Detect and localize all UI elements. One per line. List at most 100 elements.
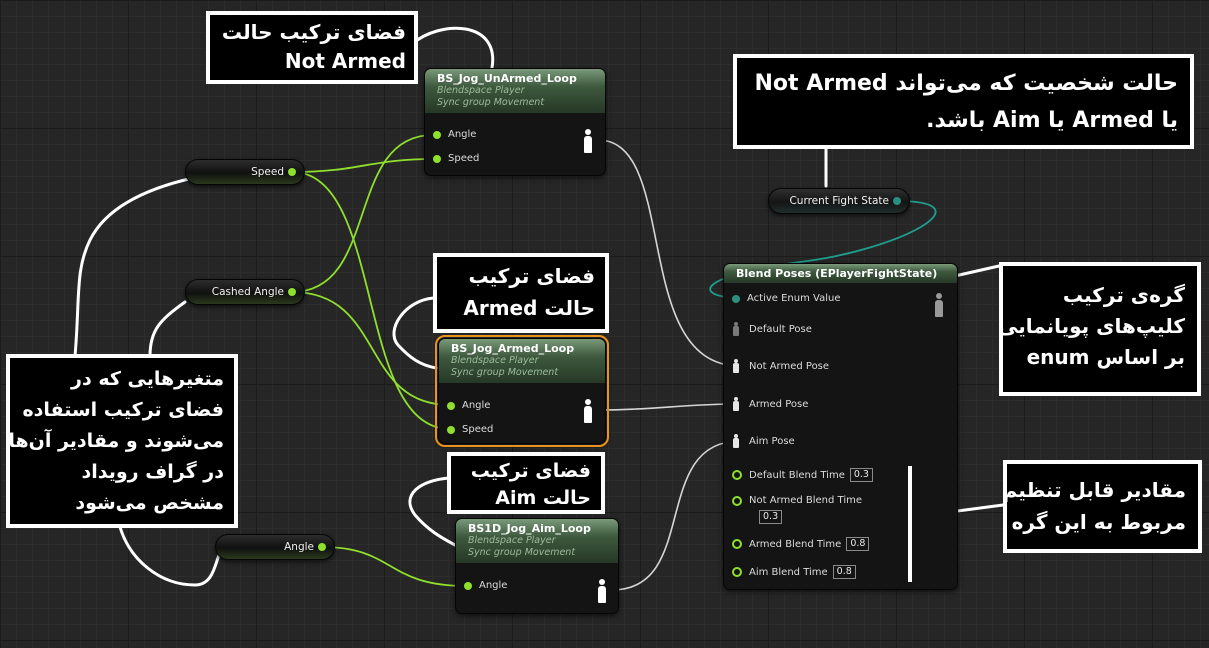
aim-pose-pin-row[interactable]: Aim Pose xyxy=(732,434,795,448)
pose-output-icon[interactable] xyxy=(596,579,608,603)
not-armed-pose-pin-row[interactable]: Not Armed Pose xyxy=(732,359,829,373)
default-blend-time-row[interactable]: Default Blend Time 0.3 xyxy=(732,468,873,482)
node-subtitle-type: Blendspace Player xyxy=(468,535,556,546)
angle-variable-node[interactable]: Angle xyxy=(215,534,335,560)
armed-pose-label: Armed Pose xyxy=(749,398,809,410)
armed-blend-time-pin[interactable] xyxy=(732,539,742,549)
note-line: فضای ترکیب استفاده xyxy=(22,399,224,421)
note-line: حالت Aim xyxy=(495,487,591,509)
unarmed-blendspace-node[interactable]: BS_Jog_UnArmed_Loop Blendspace Player Sy… xyxy=(424,68,606,176)
note-line: متغیرهایی که در xyxy=(71,368,224,390)
aim-pose-pin-icon[interactable] xyxy=(732,434,740,448)
active-enum-pin-row[interactable]: Active Enum Value xyxy=(732,293,841,304)
note-line: حالت شخصیت که می‌تواند Not Armed xyxy=(754,71,1179,96)
angle-pin-label: Angle xyxy=(462,400,491,411)
note-not-armed-blendspace: فضای ترکیب حالت Not Armed xyxy=(206,11,418,84)
default-blend-time-value[interactable]: 0.3 xyxy=(849,468,873,482)
node-subtitle-sync: Sync group Movement xyxy=(437,97,545,108)
default-pose-label: Default Pose xyxy=(749,323,812,335)
aim-blendspace-node[interactable]: BS1D_Jog_Aim_Loop Blendspace Player Sync… xyxy=(455,518,619,614)
angle-input-pin[interactable] xyxy=(433,130,441,139)
not-armed-blend-time-pin[interactable] xyxy=(732,495,742,506)
speed-pin-label: Speed xyxy=(462,424,494,435)
angle-input-pin-row[interactable]: Angle xyxy=(433,129,476,140)
wire-speed-to-armed xyxy=(291,171,451,430)
node-title: BS1D_Jog_Aim_Loop xyxy=(468,522,591,535)
armed-blend-time-row[interactable]: Armed Blend Time 0.8 xyxy=(732,537,870,551)
angle-pin-label: Angle xyxy=(479,580,508,591)
aim-blend-time-row[interactable]: Aim Blend Time 0.8 xyxy=(732,565,856,579)
note-line: Not Armed xyxy=(284,49,406,73)
node-title: BS_Jog_UnArmed_Loop xyxy=(437,72,577,85)
angle-input-pin-row[interactable]: Angle xyxy=(447,400,490,411)
armed-pose-pin-icon[interactable] xyxy=(732,397,740,411)
speed-input-pin[interactable] xyxy=(433,154,441,163)
note-line: مربوط به این گره xyxy=(1011,510,1186,534)
cashed-angle-variable-node[interactable]: Cashed Angle xyxy=(185,279,305,305)
note-line: حالت Armed xyxy=(463,296,595,320)
default-pose-pin-icon[interactable] xyxy=(732,322,740,336)
speed-variable-node[interactable]: Speed xyxy=(185,159,305,185)
angle-output-pin[interactable] xyxy=(318,543,326,551)
node-title: BS_Jog_Armed_Loop xyxy=(451,342,575,355)
wire-speed-to-unarmed xyxy=(291,158,434,173)
node-subtitle-sync: Sync group Movement xyxy=(468,547,576,558)
not-armed-blend-time-row[interactable]: Not Armed Blend Time xyxy=(732,495,862,506)
fight-state-output-pin[interactable] xyxy=(893,197,901,205)
armed-pose-pin-row[interactable]: Armed Pose xyxy=(732,397,808,411)
node-header: BS_Jog_UnArmed_Loop Blendspace Player Sy… xyxy=(425,69,605,113)
wire-cashed-angle-to-armed xyxy=(291,291,451,406)
default-blend-time-pin[interactable] xyxy=(732,470,742,480)
default-blend-time-label: Default Blend Time xyxy=(749,469,845,481)
cashed-angle-output-pin[interactable] xyxy=(288,288,296,296)
node-title: Blend Poses (EPlayerFightState) xyxy=(736,267,938,280)
speed-input-pin[interactable] xyxy=(447,425,455,434)
callout-aim xyxy=(408,476,457,547)
node-subtitle-sync: Sync group Movement xyxy=(451,367,559,378)
note-line: گره‌ی ترکیب xyxy=(1062,283,1185,307)
wire-aim-pose xyxy=(611,440,741,591)
note-line: در گراف رویداد xyxy=(81,461,225,483)
aim-pose-label: Aim Pose xyxy=(749,435,795,447)
cashed-angle-variable-label: Cashed Angle xyxy=(211,286,284,298)
not-armed-pose-label: Not Armed Pose xyxy=(749,360,830,372)
note-line: بر اساس enum xyxy=(1026,345,1185,369)
angle-input-pin[interactable] xyxy=(464,581,472,590)
current-fight-state-variable-node[interactable]: Current Fight State xyxy=(768,188,910,214)
callout-variables-down xyxy=(118,525,224,587)
blend-times-bracket xyxy=(908,466,912,582)
pose-output-icon[interactable] xyxy=(582,129,594,153)
pose-output-icon[interactable] xyxy=(933,293,945,317)
not-armed-pose-pin-icon[interactable] xyxy=(732,359,740,373)
speed-pin-label: Speed xyxy=(448,153,480,164)
wire-fight-state-enum xyxy=(709,200,937,299)
node-header: BS1D_Jog_Aim_Loop Blendspace Player Sync… xyxy=(456,519,618,563)
default-pose-pin-row[interactable]: Default Pose xyxy=(732,322,812,336)
angle-input-pin[interactable] xyxy=(447,401,455,410)
armed-blendspace-node[interactable]: BS_Jog_Armed_Loop Blendspace Player Sync… xyxy=(435,335,609,447)
not-armed-blend-time-label: Not Armed Blend Time xyxy=(749,495,863,506)
angle-pin-label: Angle xyxy=(448,129,477,140)
pose-output-icon[interactable] xyxy=(582,399,594,423)
note-aim-blendspace: فضای ترکیب حالت Aim xyxy=(447,452,605,514)
note-blend-poses-node: گره‌ی ترکیب کلیپ‌های پویانمایی بر اساس e… xyxy=(998,262,1201,396)
aim-blend-time-value[interactable]: 0.8 xyxy=(832,565,856,579)
blend-poses-node[interactable]: Blend Poses (EPlayerFightState) Active E… xyxy=(723,263,958,590)
aim-blend-time-pin[interactable] xyxy=(732,567,742,577)
armed-blend-time-value[interactable]: 0.8 xyxy=(846,537,870,551)
node-subtitle-type: Blendspace Player xyxy=(451,355,539,366)
note-line: فضای ترکیب xyxy=(470,460,591,482)
active-enum-input-pin[interactable] xyxy=(732,294,740,303)
callout-not-armed xyxy=(410,26,495,70)
not-armed-blend-time-value[interactable]: 0.3 xyxy=(759,510,783,524)
speed-input-pin-row[interactable]: Speed xyxy=(447,424,493,435)
callout-variables-mid xyxy=(148,300,187,358)
node-subtitle-type: Blendspace Player xyxy=(437,85,525,96)
speed-output-pin[interactable] xyxy=(288,168,296,176)
wire-unarmed-pose xyxy=(597,139,741,367)
note-fight-state: حالت شخصیت که می‌تواند Not Armed یا Arme… xyxy=(733,54,1194,149)
speed-input-pin-row[interactable]: Speed xyxy=(433,153,479,164)
angle-input-pin-row[interactable]: Angle xyxy=(464,580,507,591)
note-variables: متغیرهایی که در فضای ترکیب استفاده می‌شو… xyxy=(6,354,238,528)
note-line: فضای ترکیب xyxy=(468,264,595,288)
